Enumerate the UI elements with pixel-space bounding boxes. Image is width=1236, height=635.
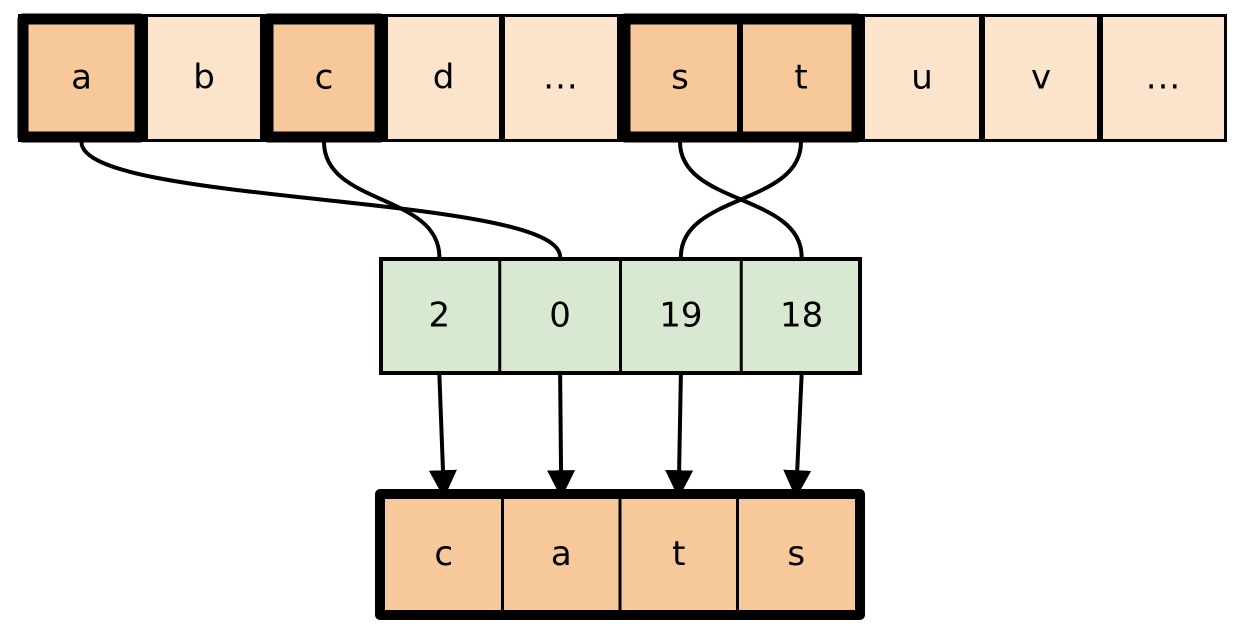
cell-background <box>18 14 145 142</box>
cell-background <box>740 14 862 142</box>
cell-background <box>1100 14 1227 142</box>
cell-background <box>862 14 982 142</box>
highlight-outline-1 <box>262 13 386 143</box>
alphabet-cell-s[interactable]: s <box>620 14 740 142</box>
arrow-19-to-t <box>665 374 694 499</box>
cell-background <box>385 14 502 142</box>
cell-background <box>620 14 740 142</box>
alphabet-cell-ellipsis-4[interactable]: ... <box>502 14 620 142</box>
output-row-outline <box>375 489 865 620</box>
connector-curves <box>79 140 804 259</box>
alphabet-cell-ellipsis-9[interactable]: ... <box>1100 14 1227 142</box>
highlight-outline-2 <box>619 13 863 143</box>
highlight-outline-0 <box>17 13 146 143</box>
alphabet-cell-c[interactable]: c <box>263 14 385 142</box>
connector-c-to-2 <box>322 140 442 259</box>
alphabet-cell-d[interactable]: d <box>385 14 502 142</box>
connector-a-to-0 <box>79 140 563 259</box>
cell-background <box>263 14 385 142</box>
alphabet-cell-v[interactable]: v <box>982 14 1100 142</box>
alphabet-cell-u[interactable]: u <box>862 14 982 142</box>
index-to-output-arrows <box>428 374 812 499</box>
arrow-2-to-c <box>428 374 457 499</box>
alphabet-cell-b[interactable]: b <box>145 14 263 142</box>
arrow-18-to-s <box>783 374 812 499</box>
cell-background <box>502 14 620 142</box>
arrow-0-to-a <box>547 374 576 499</box>
connector-t-to-19 <box>678 140 803 259</box>
alphabet-cell-a[interactable]: a <box>18 14 145 142</box>
cell-background <box>982 14 1100 142</box>
cell-background <box>145 14 263 142</box>
alphabet-cell-t[interactable]: t <box>740 14 862 142</box>
